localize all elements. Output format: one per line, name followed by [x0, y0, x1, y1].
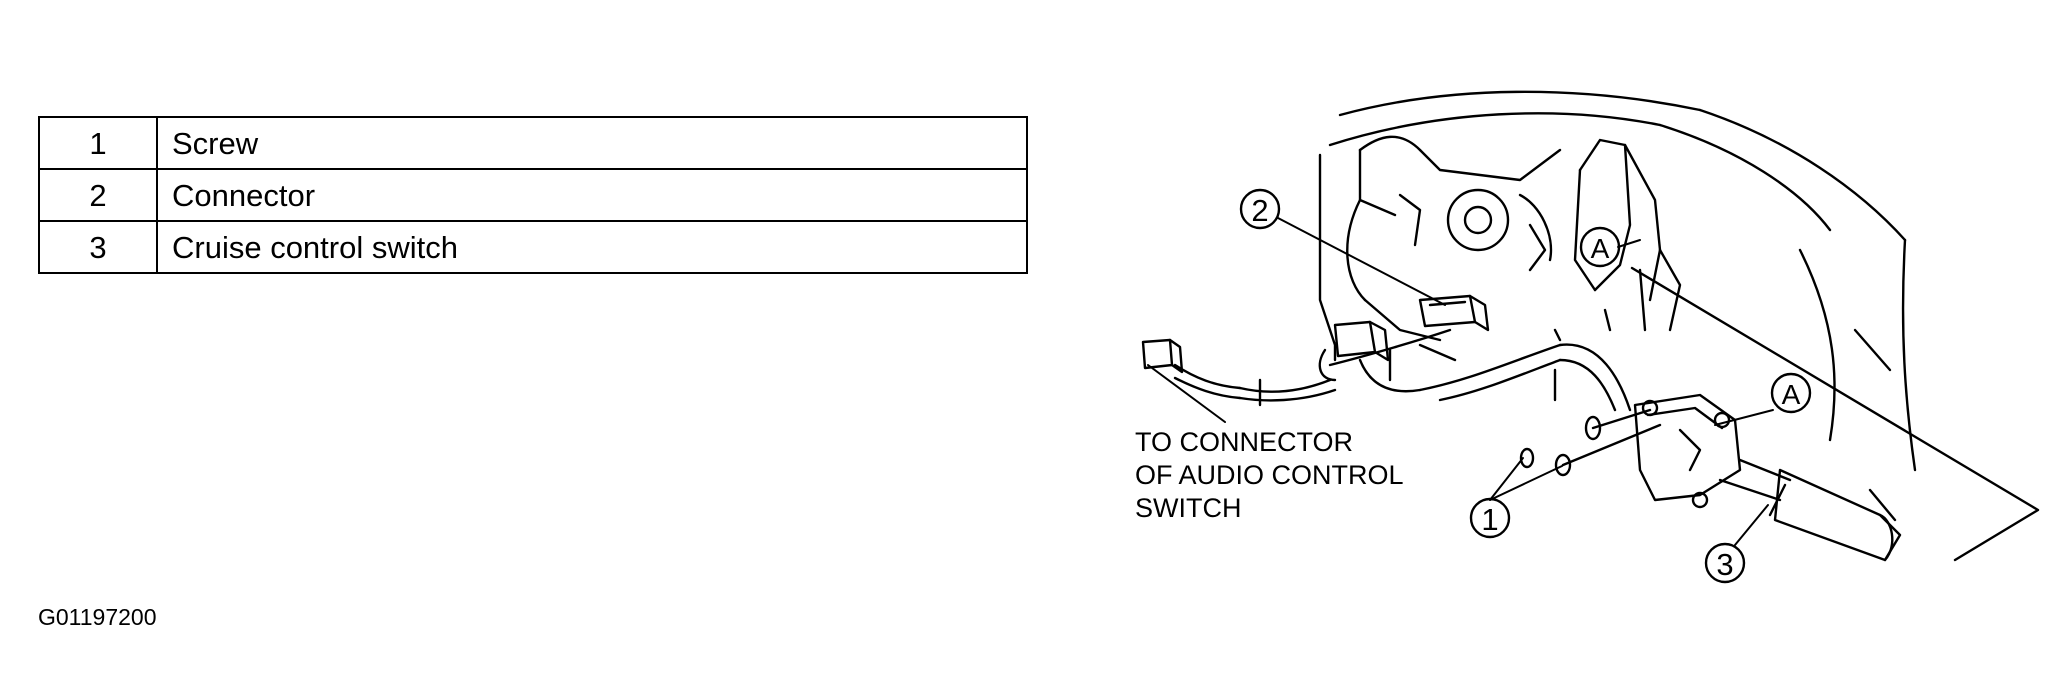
- note-line-3: SWITCH: [1135, 493, 1241, 523]
- audio-switch-note: TO CONNECTOR OF AUDIO CONTROL SWITCH: [1135, 427, 1404, 523]
- screws: [1519, 408, 1662, 477]
- table-row: 1 Screw: [38, 116, 1028, 170]
- part-number-cell: 1: [38, 116, 158, 170]
- note-line-2: OF AUDIO CONTROL: [1135, 460, 1404, 490]
- harness-connector: [1318, 320, 1390, 382]
- part-description-cell: Screw: [156, 116, 1028, 170]
- figure-code: G01197200: [38, 604, 157, 630]
- table-row: 2 Connector: [38, 168, 1028, 222]
- steering-wheel-outline: [1328, 90, 1917, 522]
- reference-line: [1630, 266, 2040, 562]
- callout-2-label: 2: [1251, 193, 1268, 228]
- steering-column-housing: [1318, 135, 1562, 402]
- callout-1: 1: [1469, 497, 1511, 539]
- wiring-harness: [1173, 328, 1632, 412]
- callout-3-label: 3: [1716, 547, 1733, 582]
- callout-2: 2: [1239, 188, 1281, 230]
- cruise-control-switch: [1633, 393, 1902, 562]
- parts-legend-table: 1 Screw 2 Connector 3 Cruise control swi…: [38, 116, 1028, 274]
- part-number-cell: 2: [38, 168, 158, 222]
- part-number-cell: 3: [38, 220, 158, 274]
- callout-a-upper: A: [1579, 226, 1621, 268]
- callout-a-lower: A: [1770, 372, 1812, 414]
- cruise-control-switch-diagram: 2 A A 1 3 TO CONNECTOR OF AUDIO CONTROL …: [1135, 90, 2040, 584]
- callout-a-lower-label: A: [1782, 379, 1801, 410]
- callout-a-upper-label: A: [1591, 233, 1610, 264]
- leader-lines: [1147, 217, 1774, 546]
- note-line-1: TO CONNECTOR: [1135, 427, 1353, 457]
- callout-3: 3: [1704, 542, 1746, 584]
- part-description-cell: Connector: [156, 168, 1028, 222]
- callout-1-label: 1: [1481, 502, 1498, 537]
- connector-2: [1418, 294, 1490, 332]
- part-description-cell: Cruise control switch: [156, 220, 1028, 274]
- column-bracket: [1573, 138, 1682, 332]
- table-row: 3 Cruise control switch: [38, 220, 1028, 274]
- audio-switch-plug: [1141, 338, 1184, 374]
